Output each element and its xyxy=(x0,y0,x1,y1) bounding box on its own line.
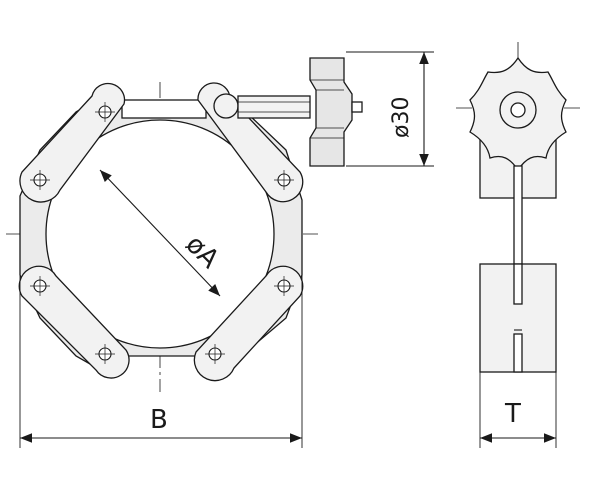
label-t: T xyxy=(504,399,521,429)
pivot-knob xyxy=(213,93,239,119)
pin-holes xyxy=(30,102,294,364)
star-knob-side xyxy=(309,57,353,167)
link-lower-right xyxy=(193,265,304,382)
side-view xyxy=(456,42,580,448)
link-upper-left xyxy=(19,82,126,203)
label-diameter-30: ø30 xyxy=(389,97,414,138)
screw-shaft xyxy=(237,95,311,119)
screw-tip xyxy=(351,101,363,113)
top-rod xyxy=(121,99,207,119)
dimension-line-diameter-a xyxy=(99,169,221,297)
label-b: B xyxy=(150,405,168,435)
knob-center-hole xyxy=(510,102,526,118)
dimension-diameter-30 xyxy=(346,51,434,167)
